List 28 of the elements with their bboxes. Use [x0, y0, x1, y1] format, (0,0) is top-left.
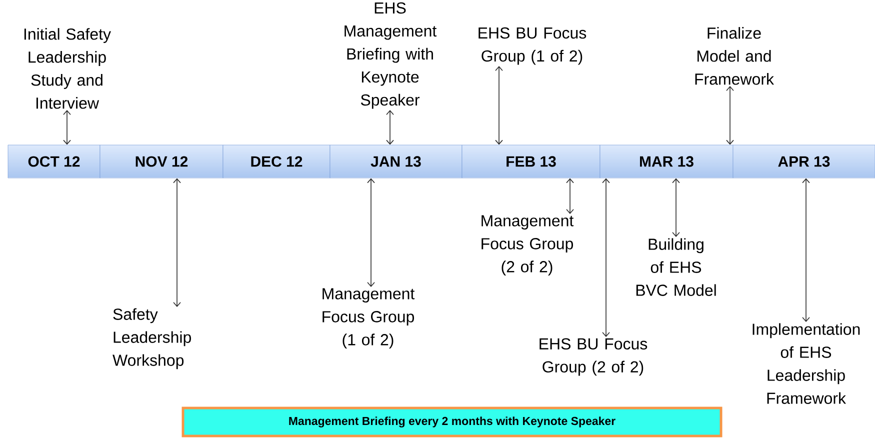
event-label: Safety Leadership Workshop: [112, 308, 191, 370]
event-label: Management Focus Group (1 of 2): [322, 288, 415, 349]
banner-box: Management Briefing every 2 months with Keynote Speaker: [182, 406, 722, 438]
event-label: Building of EHS BVC Model: [636, 238, 716, 296]
event-label: EHS BU Focus Group (2 of 2): [540, 338, 648, 376]
month-cell: JAN 13: [330, 144, 462, 178]
event-label: Finalize Model and Framework: [695, 27, 774, 85]
arrow: [602, 178, 610, 337]
event-label: Initial Safety Leadership Study and Interview: [24, 28, 111, 109]
month-cell: OCT 12: [8, 144, 100, 178]
arrow: [386, 110, 394, 145]
arrow: [566, 178, 574, 214]
arrow: [63, 110, 71, 145]
month-cell: FEB 13: [462, 144, 600, 178]
event-label: Management Focus Group (2 of 2): [482, 215, 574, 276]
month-cell: MAR 13: [600, 144, 734, 178]
event-label: Implementation of EHS Leadership Framework: [752, 323, 860, 404]
arrow: [367, 178, 375, 287]
event-label: EHS Management Briefing with Keynote Speaker: [344, 2, 437, 109]
month-cell: APR 13: [732, 144, 875, 178]
arrow: [726, 86, 734, 145]
arrow: [495, 66, 503, 145]
arrow: [672, 178, 680, 237]
event-label: EHS BU Focus Group (1 of 2): [478, 27, 586, 65]
month-cell: DEC 12: [222, 144, 330, 178]
month-cell: NOV 12: [100, 144, 224, 178]
arrow: [802, 178, 810, 322]
arrow: [173, 178, 181, 307]
